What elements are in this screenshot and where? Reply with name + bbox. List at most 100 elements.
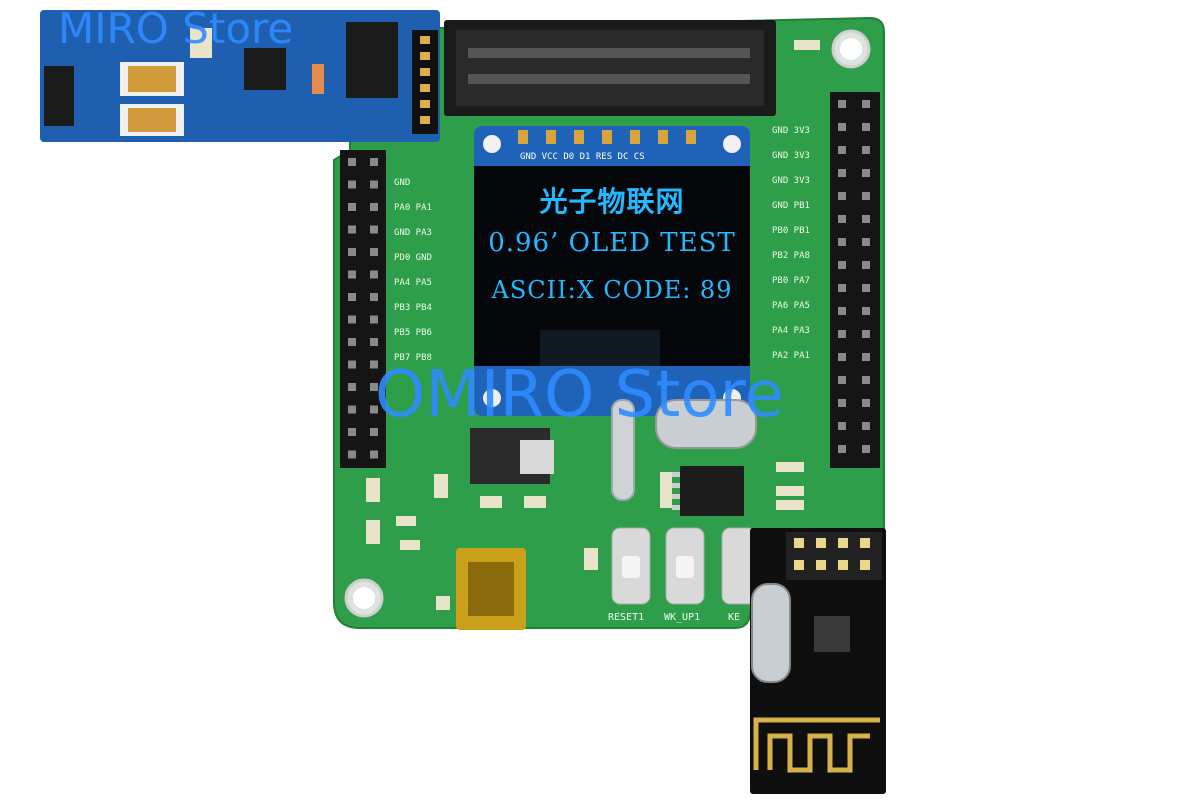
pin <box>370 293 378 301</box>
pin <box>838 538 848 548</box>
pin <box>862 307 870 315</box>
pin <box>370 248 378 256</box>
pin <box>838 445 846 453</box>
pin <box>348 360 356 369</box>
header-label: PB5 PB6 <box>394 328 432 338</box>
pin <box>348 428 356 436</box>
header-label: PA0 PA1 <box>394 203 432 213</box>
pin <box>370 225 378 234</box>
pin <box>574 130 584 144</box>
pin <box>420 36 430 44</box>
pin <box>348 248 356 256</box>
key-button-label: KE <box>728 612 741 623</box>
pin <box>862 100 870 108</box>
header-label: PA4 PA5 <box>394 278 432 288</box>
pin <box>672 494 680 499</box>
header-label: PB3 PB4 <box>394 303 432 313</box>
pin <box>838 261 846 269</box>
oled-screen: 光子物联网 0.96’ OLED TEST ASCII:X CODE: 89 <box>474 166 750 366</box>
pin <box>838 422 846 430</box>
pin <box>794 560 804 570</box>
pin <box>370 158 378 166</box>
pin <box>420 68 430 76</box>
pin <box>672 505 680 510</box>
oled-pin-labels: GND VCC D0 D1 RES DC CS <box>520 152 645 162</box>
pin <box>862 261 870 269</box>
pin <box>862 353 870 361</box>
pin <box>838 399 846 407</box>
pin <box>370 203 378 211</box>
pin <box>838 215 846 223</box>
pin <box>348 180 356 189</box>
header-label: PA2 PA1 <box>772 351 810 361</box>
pin <box>838 307 846 315</box>
pin <box>816 560 826 570</box>
pin <box>370 270 378 279</box>
pin <box>370 428 378 436</box>
pin <box>838 353 846 361</box>
pin <box>862 238 870 246</box>
pin <box>546 130 556 144</box>
header-label: GND PB1 <box>772 201 810 211</box>
pin <box>348 405 356 414</box>
pin <box>370 338 378 346</box>
header-label: PA4 PA3 <box>772 326 810 336</box>
pin <box>838 560 848 570</box>
pin <box>658 130 668 144</box>
pin <box>838 284 846 292</box>
header-label: PA6 PA5 <box>772 301 810 311</box>
pin <box>862 376 870 384</box>
header-label: GND 3V3 <box>772 126 810 136</box>
pin <box>348 158 356 166</box>
header-label: GND <box>394 178 411 188</box>
pin <box>862 123 870 131</box>
pin <box>672 472 680 477</box>
wkup-button-label: WK_UP1 <box>664 612 701 623</box>
oled-line-1: 光子物联网 <box>539 185 685 218</box>
header-label: PB0 PB1 <box>772 226 810 236</box>
pin <box>672 483 680 488</box>
pin <box>838 146 846 154</box>
pin <box>370 180 378 189</box>
pin <box>816 538 826 548</box>
pin <box>862 192 870 200</box>
header-label: PD0 GND <box>394 253 432 263</box>
pin <box>420 100 430 108</box>
pin <box>838 238 846 246</box>
pin <box>838 169 846 177</box>
header-label: GND 3V3 <box>772 151 810 161</box>
pin <box>838 376 846 384</box>
pin <box>348 450 356 459</box>
pin <box>862 146 870 154</box>
oled-line-2: 0.96’ OLED TEST <box>488 228 736 258</box>
pin <box>860 560 870 570</box>
pin <box>838 123 846 131</box>
header-label: PB7 PB8 <box>394 353 432 363</box>
pin <box>420 84 430 92</box>
pin <box>370 360 378 369</box>
pin <box>348 383 356 391</box>
pin <box>602 130 612 144</box>
pin <box>630 130 640 144</box>
pin <box>838 192 846 200</box>
header-label: GND 3V3 <box>772 176 810 186</box>
pin <box>370 383 378 391</box>
pin <box>370 405 378 414</box>
pin <box>348 293 356 301</box>
watermark-center: OMIRO Store <box>375 358 784 432</box>
pin <box>838 100 846 108</box>
reset-button-label: RESET1 <box>608 612 645 623</box>
pin <box>348 225 356 234</box>
pin <box>348 315 356 324</box>
pin <box>860 538 870 548</box>
pin <box>686 130 696 144</box>
pin <box>348 270 356 279</box>
pin <box>370 315 378 324</box>
pin <box>420 52 430 60</box>
pin <box>862 284 870 292</box>
watermark-top: MIRO Store <box>58 4 294 53</box>
pin <box>862 399 870 407</box>
pin <box>838 330 846 338</box>
